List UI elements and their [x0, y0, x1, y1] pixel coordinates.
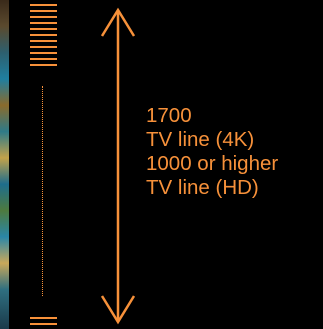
- caption-line-4: TV line (HD): [146, 176, 259, 199]
- horizontal-line: [30, 16, 57, 18]
- caption-line-3: 1000 or higher: [146, 152, 279, 175]
- horizontal-line: [30, 52, 57, 54]
- horizontal-line: [30, 28, 57, 30]
- bottom-line-group: [30, 317, 57, 329]
- horizontal-line: [30, 22, 57, 24]
- horizontal-line: [30, 317, 57, 319]
- horizontal-line: [30, 10, 57, 12]
- double-arrow-icon: [100, 7, 136, 325]
- horizontal-line: [30, 323, 57, 325]
- dense-line-group: [30, 4, 57, 66]
- side-photo-strip: [0, 0, 9, 329]
- horizontal-line: [30, 64, 57, 66]
- dotted-line-continuation: [42, 86, 44, 296]
- caption-line-1: 1700: [146, 104, 192, 127]
- caption-line-2: TV line (4K): [146, 128, 255, 151]
- horizontal-line: [30, 58, 57, 60]
- resolution-caption: 1700 TV line (4K) 1000 or higher TV line…: [146, 104, 278, 200]
- horizontal-line: [30, 34, 57, 36]
- horizontal-line: [30, 40, 57, 42]
- horizontal-line: [30, 4, 57, 6]
- horizontal-line: [30, 46, 57, 48]
